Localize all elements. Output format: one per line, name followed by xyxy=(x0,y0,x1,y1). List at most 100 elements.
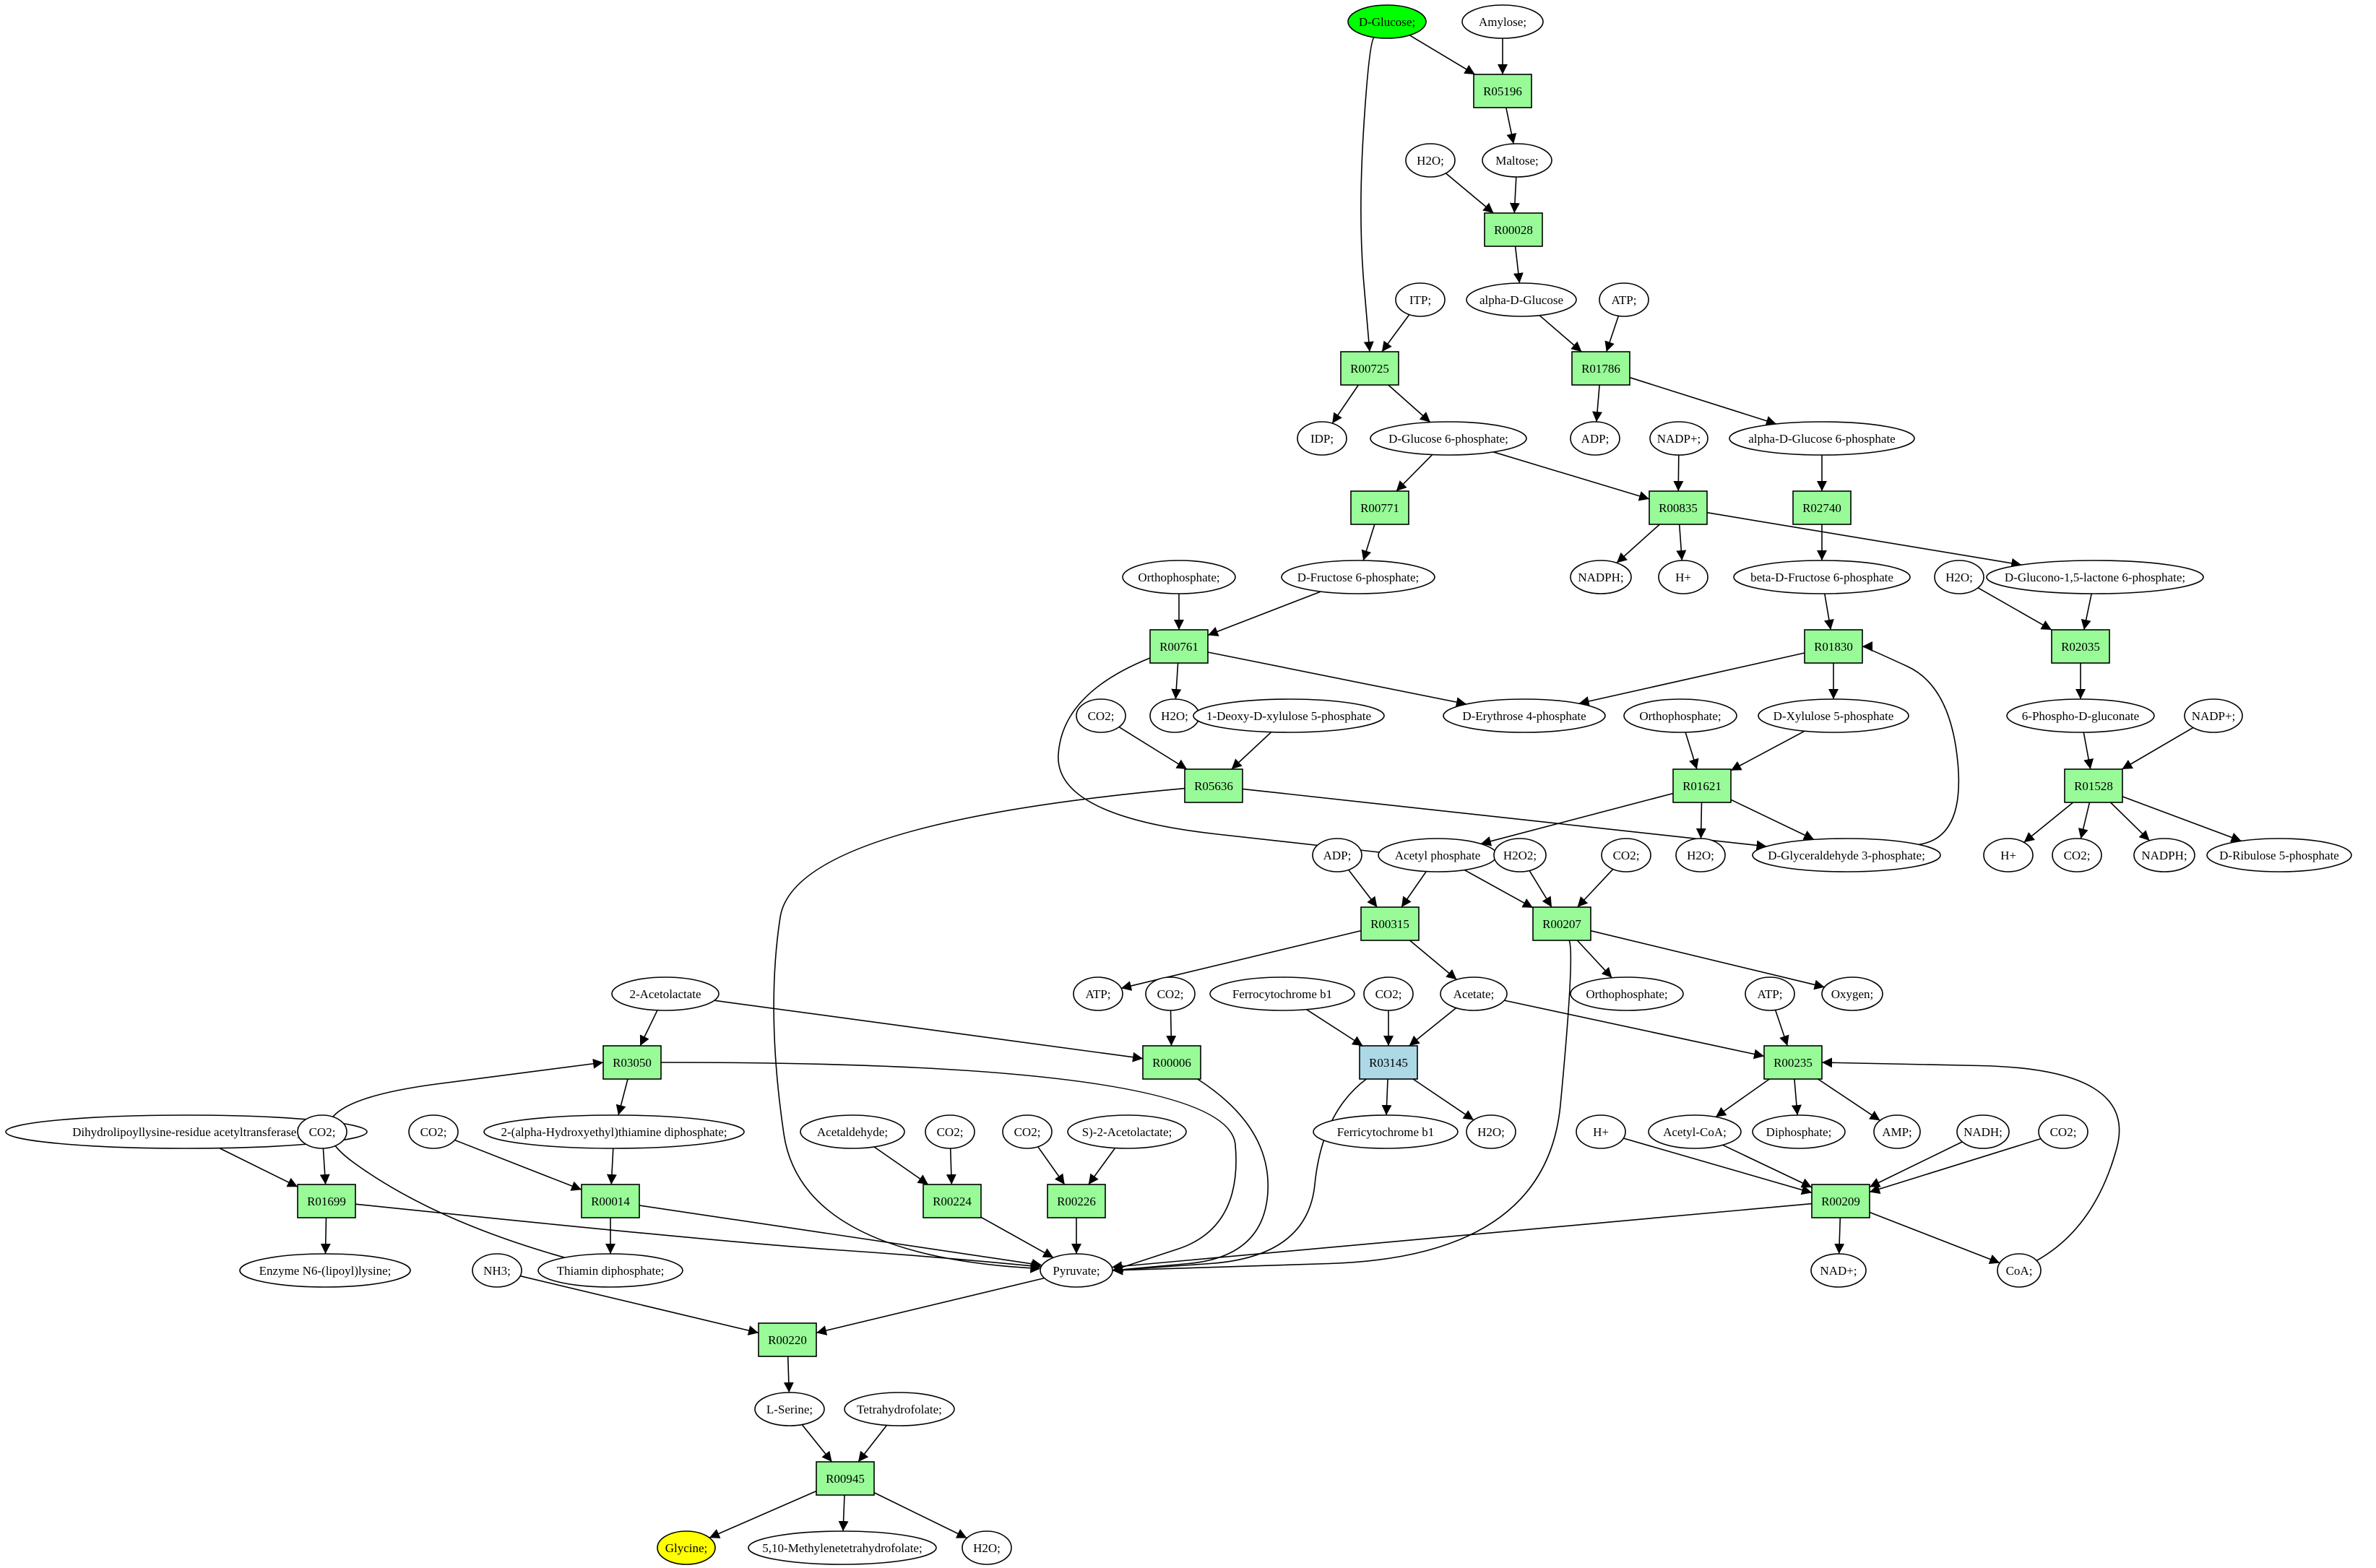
compound-node-c_glycine[interactable]: Glycine; xyxy=(657,1530,716,1565)
compound-node-c_h2o_b[interactable]: H2O; xyxy=(1934,560,1984,594)
compound-node-c_dglucose[interactable]: D-Glucose; xyxy=(1347,4,1427,39)
compound-node-c_lserine[interactable]: L-Serine; xyxy=(754,1392,825,1426)
compound-node-c_f6p[interactable]: D-Fructose 6-phosphate; xyxy=(1281,560,1435,594)
compound-node-c_co2_b[interactable]: CO2; xyxy=(1601,838,1651,872)
compound-node-c_adp_b[interactable]: ADP; xyxy=(1312,838,1362,872)
compound-node-c_acetylcoa[interactable]: Acetyl-CoA; xyxy=(1648,1114,1742,1149)
reaction-node-r_R00235[interactable]: R00235 xyxy=(1763,1045,1823,1080)
compound-ellipse xyxy=(1209,976,1355,1011)
compound-node-c_co2_h[interactable]: CO2; xyxy=(925,1114,975,1149)
compound-node-c_co2_j[interactable]: CO2; xyxy=(2038,1114,2088,1149)
compound-node-c_diphosphate[interactable]: Diphosphate; xyxy=(1752,1114,1846,1149)
reaction-node-r_R00207[interactable]: R00207 xyxy=(1532,906,1591,941)
compound-node-c_x5p[interactable]: D-Xylulose 5-phosphate xyxy=(1758,698,1909,733)
compound-node-c_enzyme[interactable]: Enzyme N6-(lipoyl)lysine; xyxy=(239,1253,411,1288)
compound-node-c_thf[interactable]: Tetrahydrofolate; xyxy=(844,1392,955,1426)
compound-node-c_adp_a[interactable]: ADP; xyxy=(1570,421,1620,456)
compound-node-c_acetylp[interactable]: Acetyl phosphate xyxy=(1378,838,1498,872)
compound-node-c_nadp_b[interactable]: NADP+; xyxy=(2184,698,2243,733)
reaction-node-r_R00014[interactable]: R00014 xyxy=(581,1184,640,1218)
compound-node-c_h2o_e[interactable]: H2O; xyxy=(1466,1114,1516,1149)
reaction-node-r_R01786[interactable]: R01786 xyxy=(1571,351,1630,386)
reaction-node-r_R00028[interactable]: R00028 xyxy=(1484,212,1543,247)
reaction-node-r_R01830[interactable]: R01830 xyxy=(1804,629,1863,664)
compound-node-c_itp[interactable]: ITP; xyxy=(1395,282,1446,317)
compound-node-c_nadph_b[interactable]: NADPH; xyxy=(2133,838,2195,872)
compound-node-c_hetdp[interactable]: 2-(alpha-Hydroxyethyl)thiamine diphospha… xyxy=(483,1114,745,1149)
compound-node-c_co2_c[interactable]: CO2; xyxy=(2052,838,2102,872)
reaction-node-r_R00771[interactable]: R00771 xyxy=(1350,490,1409,525)
compound-node-c_h2o_c[interactable]: H2O; xyxy=(1149,698,1200,733)
compound-node-c_hplus_b[interactable]: H+ xyxy=(1983,838,2034,872)
reaction-node-r_R05196[interactable]: R05196 xyxy=(1473,74,1532,108)
compound-node-c_idp[interactable]: IDP; xyxy=(1297,421,1347,456)
compound-node-c_co2_g[interactable]: CO2; xyxy=(408,1114,459,1149)
compound-node-c_nadp_a[interactable]: NADP+; xyxy=(1649,421,1708,456)
reaction-node-r_R00835[interactable]: R00835 xyxy=(1649,490,1708,525)
compound-node-c_hplus_c[interactable]: H+ xyxy=(1576,1114,1626,1149)
reaction-node-r_R01621[interactable]: R01621 xyxy=(1672,768,1732,803)
reaction-node-r_R05636[interactable]: R05636 xyxy=(1184,768,1243,803)
reaction-node-r_R01528[interactable]: R01528 xyxy=(2064,768,2123,803)
compound-node-c_co2_a[interactable]: CO2; xyxy=(1076,698,1126,733)
reaction-node-r_R00761[interactable]: R00761 xyxy=(1149,629,1209,664)
compound-node-c_nadph_a[interactable]: NADPH; xyxy=(1570,560,1632,594)
compound-node-c_h2o_a[interactable]: H2O; xyxy=(1405,143,1456,178)
compound-node-c_e4p[interactable]: D-Erythrose 4-phosphate xyxy=(1443,698,1606,733)
compound-node-c_atp_b[interactable]: ATP; xyxy=(1073,976,1123,1011)
compound-node-c_ferri[interactable]: Ferricytochrome b1 xyxy=(1313,1114,1459,1149)
compound-node-c_ortho_c[interactable]: Orthophosphate; xyxy=(1570,976,1684,1011)
reaction-node-r_R00725[interactable]: R00725 xyxy=(1340,351,1399,386)
compound-node-c_dihydro[interactable]: Dihydrolipoyllysine-residue acetyltransf… xyxy=(5,1114,368,1149)
compound-node-c_deoxyx5p[interactable]: 1-Deoxy-D-xylulose 5-phosphate xyxy=(1193,698,1385,733)
compound-node-c_h2o_f[interactable]: H2O; xyxy=(962,1530,1012,1565)
compound-node-c_acetate[interactable]: Acetate; xyxy=(1440,976,1508,1011)
compound-node-c_gap[interactable]: D-Glyceraldehyde 3-phosphate; xyxy=(1752,838,1941,872)
compound-node-c_h2o_d[interactable]: H2O; xyxy=(1675,838,1726,872)
reaction-node-r_R00224[interactable]: R00224 xyxy=(923,1184,982,1218)
reaction-node-r_R00220[interactable]: R00220 xyxy=(758,1322,817,1357)
compound-node-c_g6p[interactable]: D-Glucose 6-phosphate; xyxy=(1370,421,1527,456)
compound-node-c_oxygen[interactable]: Oxygen; xyxy=(1821,976,1883,1011)
compound-node-c_maltose[interactable]: Maltose; xyxy=(1482,143,1552,178)
compound-node-c_atp_c[interactable]: ATP; xyxy=(1745,976,1795,1011)
compound-node-c_alphadglucose[interactable]: alpha-D-Glucose xyxy=(1466,282,1577,317)
compound-node-c_co2_e[interactable]: CO2; xyxy=(1363,976,1414,1011)
reaction-node-r_R02035[interactable]: R02035 xyxy=(2051,629,2110,664)
compound-node-c_hplus_a[interactable]: H+ xyxy=(1658,560,1708,594)
compound-node-c_ortho_b[interactable]: Orthophosphate; xyxy=(1623,698,1737,733)
reaction-node-r_R00226[interactable]: R00226 xyxy=(1047,1184,1106,1218)
reaction-node-r_R03145[interactable]: R03145 xyxy=(1359,1045,1418,1080)
compound-node-c_ferro[interactable]: Ferrocytochrome b1 xyxy=(1209,976,1355,1011)
reaction-node-r_R00006[interactable]: R00006 xyxy=(1142,1045,1201,1080)
compound-node-c_bf6p[interactable]: beta-D-Fructose 6-phosphate xyxy=(1733,560,1911,594)
compound-node-c_amp[interactable]: AMP; xyxy=(1873,1114,1921,1149)
compound-node-c_co2_d[interactable]: CO2; xyxy=(1145,976,1196,1011)
compound-node-c_amylose[interactable]: Amylose; xyxy=(1461,4,1544,39)
compound-node-c_ortho_a[interactable]: Orthophosphate; xyxy=(1122,560,1236,594)
reaction-node-r_R00209[interactable]: R00209 xyxy=(1811,1184,1870,1218)
compound-node-c_ag6p[interactable]: alpha-D-Glucose 6-phosphate xyxy=(1729,421,1915,456)
compound-node-c_nad[interactable]: NAD+; xyxy=(1810,1253,1867,1288)
compound-node-c_methylene[interactable]: 5,10-Methylenetetrahydrofolate; xyxy=(748,1530,937,1565)
compound-node-c_nadh[interactable]: NADH; xyxy=(1956,1114,2010,1149)
reaction-node-r_R03050[interactable]: R03050 xyxy=(602,1045,662,1080)
compound-node-c_pyruvate[interactable]: Pyruvate; xyxy=(1040,1253,1113,1288)
compound-node-c_co2_i[interactable]: CO2; xyxy=(1002,1114,1053,1149)
compound-node-c_sacetolactate[interactable]: S)-2-Acetolactate; xyxy=(1067,1114,1187,1149)
compound-node-c_acetaldehyde[interactable]: Acetaldehyde; xyxy=(800,1114,905,1149)
compound-node-c_coa[interactable]: CoA; xyxy=(1997,1253,2042,1288)
reaction-node-r_R01699[interactable]: R01699 xyxy=(297,1184,356,1218)
reaction-node-r_R02740[interactable]: R02740 xyxy=(1792,490,1852,525)
compound-node-c_atp_a[interactable]: ATP; xyxy=(1599,282,1649,317)
reaction-node-r_R00315[interactable]: R00315 xyxy=(1360,906,1420,941)
compound-node-c_6pg[interactable]: 6-Phospho-D-gluconate xyxy=(2006,698,2155,733)
compound-node-c_h2o2[interactable]: H2O2; xyxy=(1493,838,1547,872)
compound-node-c_nh3[interactable]: NH3; xyxy=(472,1253,522,1288)
compound-node-c_acetolactate[interactable]: 2-Acetolactate xyxy=(611,976,720,1011)
compound-node-c_co2_f[interactable]: CO2; xyxy=(297,1114,347,1149)
compound-node-c_tdp[interactable]: Thiamin diphosphate; xyxy=(537,1253,683,1288)
compound-node-c_glucono[interactable]: D-Glucono-1,5-lactone 6-phosphate; xyxy=(1986,560,2204,594)
reaction-node-r_R00945[interactable]: R00945 xyxy=(816,1461,875,1496)
compound-node-c_ribulose[interactable]: D-Ribulose 5-phosphate xyxy=(2206,838,2352,872)
